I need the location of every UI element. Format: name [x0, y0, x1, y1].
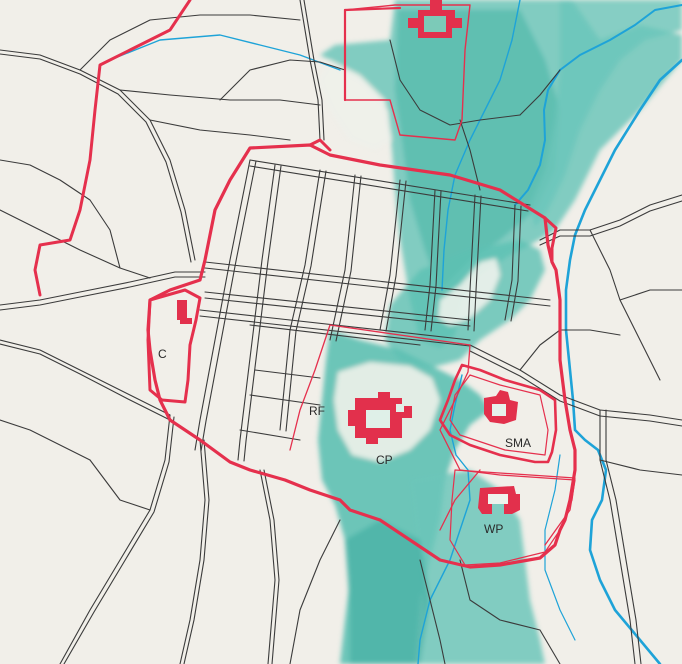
label-sma: SMA [505, 436, 531, 450]
city-walls [33, 0, 577, 569]
canal-north [109, 34, 341, 71]
city-grid [194, 159, 551, 462]
palace-buildings [177, 0, 520, 514]
outer-defense-line [33, 0, 192, 297]
river-side-channel [544, 454, 576, 641]
label-cp: CP [376, 453, 393, 467]
sma-fortress-wall [438, 363, 558, 464]
sma-building [484, 390, 518, 424]
north-palace-building [408, 0, 462, 38]
c-citadel-building [177, 300, 192, 324]
river-right-upper [514, 4, 682, 206]
label-wp: WP [484, 522, 503, 536]
label-rf: RF [309, 404, 325, 418]
river-inner-channel [441, 0, 521, 291]
label-c: C [158, 347, 167, 361]
citadel-c-wall [146, 288, 202, 404]
wp-building [478, 486, 520, 514]
wp-enclosure [449, 469, 576, 566]
map-labels: C RF CP SMA WP [158, 347, 531, 536]
cp-palace-building [348, 392, 412, 444]
